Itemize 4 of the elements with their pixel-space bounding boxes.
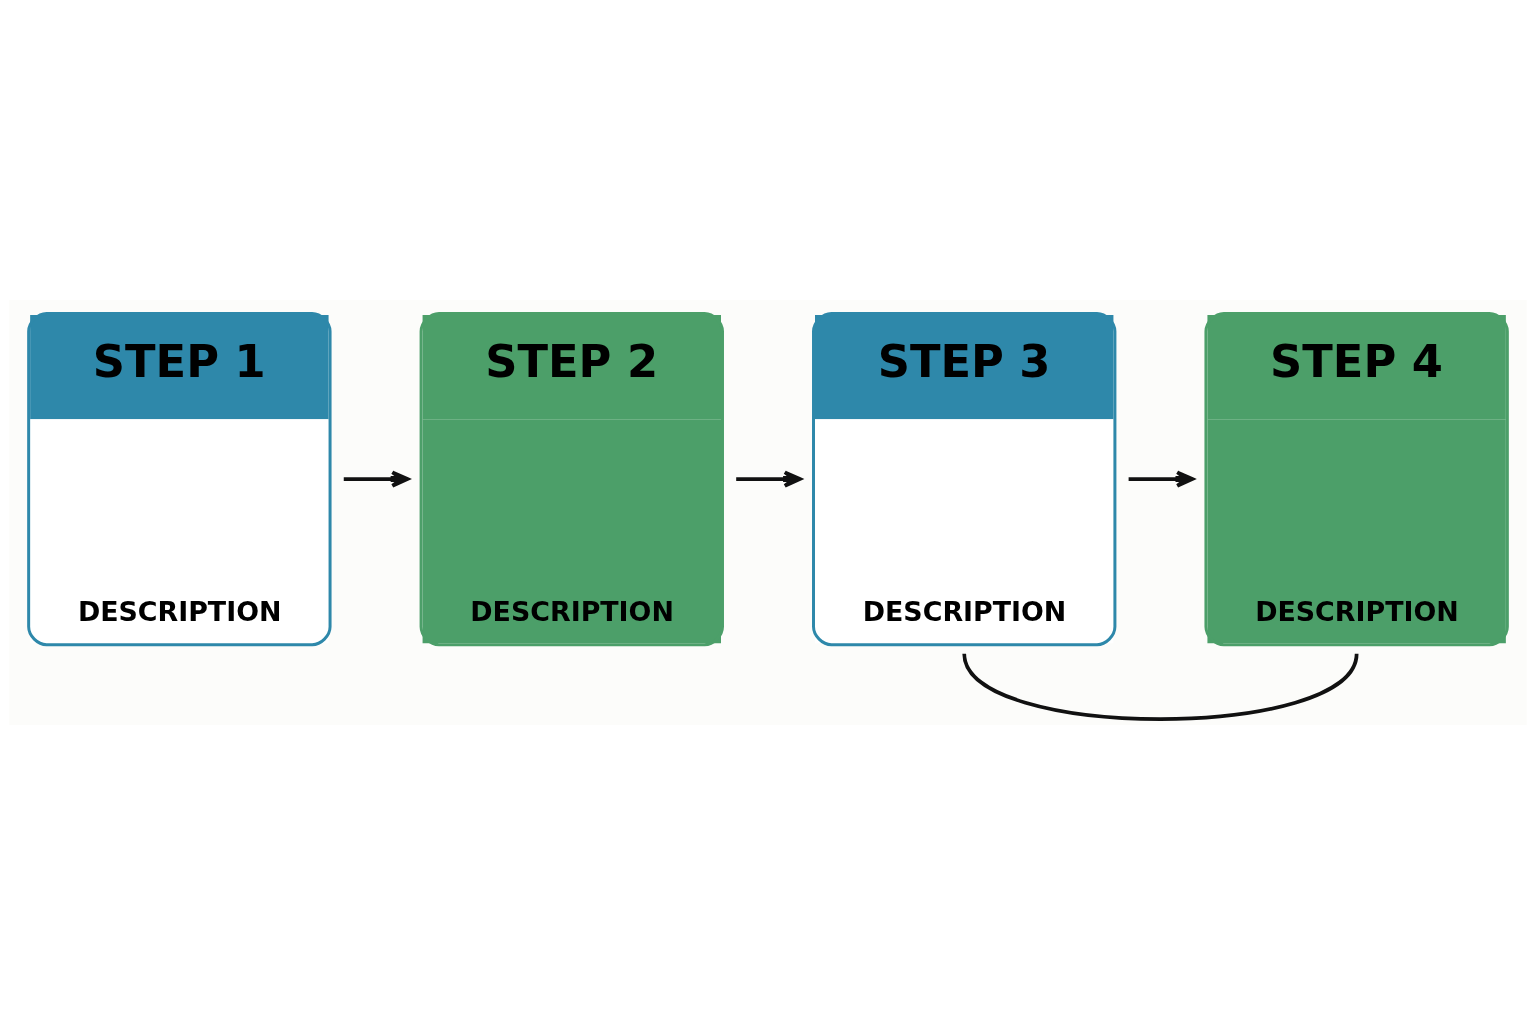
- arrow: [343, 469, 410, 488]
- connector: [962, 652, 1359, 721]
- arrow: [736, 469, 802, 488]
- arrow: [1128, 469, 1195, 488]
